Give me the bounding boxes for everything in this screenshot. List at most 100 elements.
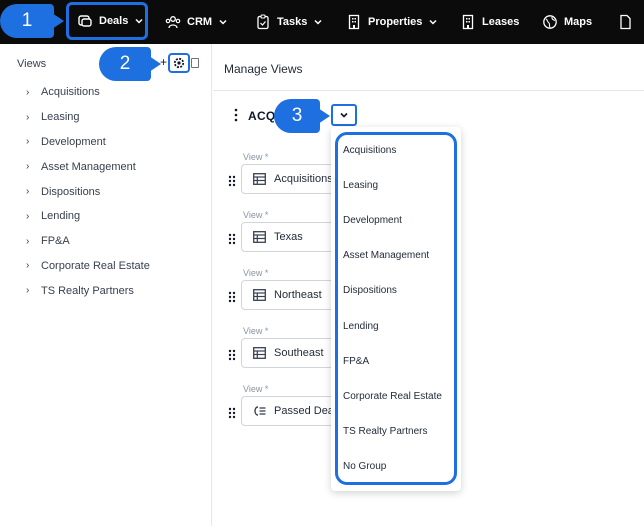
chevron-right-icon: › [26,210,30,222]
drag-handle-icon[interactable] [228,407,236,419]
nav-leases[interactable]: Leases [460,0,519,44]
nav-leases-label: Leases [482,16,520,28]
leases-icon [460,14,476,30]
tasks-icon [255,14,271,30]
view-name: Northeast [274,289,322,301]
dropdown-option-development[interactable]: Development [343,215,402,227]
drag-handle-icon[interactable] [228,349,236,361]
chevron-right-icon: › [26,186,30,198]
table-icon [253,347,266,359]
group-name: ACQ [248,109,276,123]
sidebar-item-label: TS Realty Partners [41,284,134,297]
view-field-label: View * [243,326,269,336]
report-icon [617,14,633,30]
nav-tasks-label: Tasks [277,16,308,28]
chevron-down-icon [314,19,322,25]
sidebar-item-leasing[interactable]: ›Leasing [26,105,150,130]
sidebar-item-corporate-real-estate[interactable]: › Corporate Real Estate [26,254,150,279]
nav-properties-label: Properties [368,16,423,28]
sidebar-item-ts-realty-partners[interactable]: ›TS Realty Partners [26,278,150,303]
chevron-right-icon: › [26,260,30,272]
dropdown-option-no-group[interactable]: No Group [343,460,387,472]
group-dropdown-toggle[interactable] [331,104,357,126]
nav-maps[interactable]: Maps [542,0,592,44]
chevron-down-icon [135,18,143,24]
deals-icon [77,13,93,29]
nav-properties[interactable]: Properties [346,0,438,44]
nav-maps-label: Maps [564,16,593,28]
kebab-menu-icon[interactable] [233,108,239,122]
sidebar-item-asset-management[interactable]: › Asset Management [26,154,150,179]
chevron-down-icon [340,112,348,118]
view-select[interactable]: Passed Deals [241,396,341,426]
add-view-button[interactable]: + [160,55,168,69]
sidebar-item-label: Asset Management [41,160,136,173]
view-select[interactable]: Acquisitions [241,164,341,194]
callout-number: 1 [21,10,33,31]
view-name: Passed Deals [274,405,340,417]
chevron-right-icon: › [26,86,30,98]
sidebar-item-fpa[interactable]: › FP&A [26,229,150,254]
sidebar-item-label: Leasing [41,111,80,124]
sidebar-item-label: Lending [41,210,81,223]
chevron-down-icon [429,19,437,25]
chevron-right-icon: › [26,136,30,148]
sidebar-item-label: Development [41,135,106,148]
drag-handle-icon[interactable] [228,291,236,303]
dropdown-option-corporate-real-estate[interactable]: Corporate Real Estate [343,390,442,402]
sidebar-item-development[interactable]: › Development [26,130,150,155]
properties-icon [346,14,362,30]
dropdown-option-asset-management[interactable]: Asset Management [343,250,430,262]
manage-views-button[interactable] [168,53,190,73]
table-icon [253,173,266,185]
view-field-label: View * [243,268,269,278]
view-field-label: View * [243,210,269,220]
callout-number: 3 [291,105,303,126]
table-icon [253,289,266,301]
view-field-label: View * [243,152,269,162]
view-select[interactable]: Texas [241,222,341,252]
sidebar-item-label: Corporate Real Estate [41,259,150,272]
dropdown-option-list: Acquisitions Leasing Development Asset M… [343,133,442,484]
dropdown-option-ts-realty-partners[interactable]: TS Realty Partners [343,425,428,437]
crm-icon [165,14,181,30]
collapse-panel-icon[interactable] [191,58,199,68]
sidebar-view-list: ›Acquisitions ›Leasing ›Development ›Ass… [26,80,150,303]
sidebar-title: Views [17,58,47,70]
sidebar-item-label: FP&A [41,235,70,248]
sidebar-item-dispositions[interactable]: ›Dispositions [26,179,150,204]
sidebar [0,44,212,526]
sidebar-item-label: Acquisitions [41,86,100,99]
page-title: Manage Views [224,62,303,76]
drag-handle-icon[interactable] [228,233,236,245]
sidebar-item-lending[interactable]: › Lending [26,204,150,229]
drag-handle-icon[interactable] [228,175,236,187]
dropdown-option-dispositions[interactable]: Dispositions [343,285,397,297]
dropdown-highlight [335,132,457,485]
nav-crm-label: CRM [187,16,213,28]
view-name: Acquisitions [274,173,333,185]
list-icon [254,406,266,416]
chevron-down-icon [219,19,227,25]
nav-crm[interactable]: CRM [165,0,228,44]
dropdown-option-lending[interactable]: Lending [343,320,379,332]
group-dropdown-menu: Acquisitions Leasing Development Asset M… [331,127,461,491]
nav-deals-label: Deals [99,15,129,27]
dropdown-option-acquisitions[interactable]: Acquisitions [343,145,397,157]
dropdown-option-fpa[interactable]: FP&A [343,355,370,367]
divider [213,90,644,91]
view-select[interactable]: Southeast [241,338,341,368]
sidebar-item-acquisitions[interactable]: › Acquisitions [26,80,150,105]
nav-deals[interactable]: Deals [66,2,148,40]
table-icon [253,231,266,243]
nav-tasks[interactable]: Tasks [255,0,323,44]
nav-reports[interactable] [617,0,633,44]
callout-marker-3: 3 [274,99,330,133]
dropdown-option-leasing[interactable]: Leasing [343,180,379,192]
gear-icon [173,57,185,69]
callout-number: 2 [119,53,131,74]
chevron-right-icon: › [26,235,30,247]
view-select[interactable]: Northeast [241,280,341,310]
callout-marker-2: 2 [99,47,161,81]
chevron-right-icon: › [26,161,30,173]
